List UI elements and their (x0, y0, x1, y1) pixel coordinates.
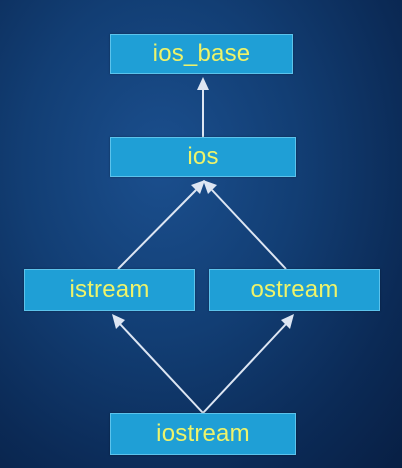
edge-iostream-to-istream (112, 314, 204, 414)
node-label-ios-base: ios_base (152, 40, 251, 67)
edge-ios-to-ios-base (197, 77, 209, 137)
node-iostream: iostream (110, 413, 296, 455)
arrowhead-icon (281, 314, 294, 329)
edge-istream-to-ios (117, 180, 205, 270)
arrowhead-icon (191, 180, 205, 194)
node-label-ostream: ostream (250, 276, 339, 303)
node-label-istream: istream (69, 276, 150, 303)
edge-ostream-to-ios (203, 180, 287, 270)
edge-iostream-to-ostream (202, 314, 294, 414)
node-ostream: ostream (209, 269, 380, 311)
node-label-iostream: iostream (156, 420, 250, 447)
node-label-ios: ios (187, 143, 219, 170)
node-ios: ios (110, 137, 296, 177)
arrowhead-icon (203, 180, 217, 194)
arrowhead-icon (112, 314, 125, 329)
node-ios-base: ios_base (110, 34, 293, 74)
arrowhead-icon (197, 77, 209, 90)
node-istream: istream (24, 269, 195, 311)
